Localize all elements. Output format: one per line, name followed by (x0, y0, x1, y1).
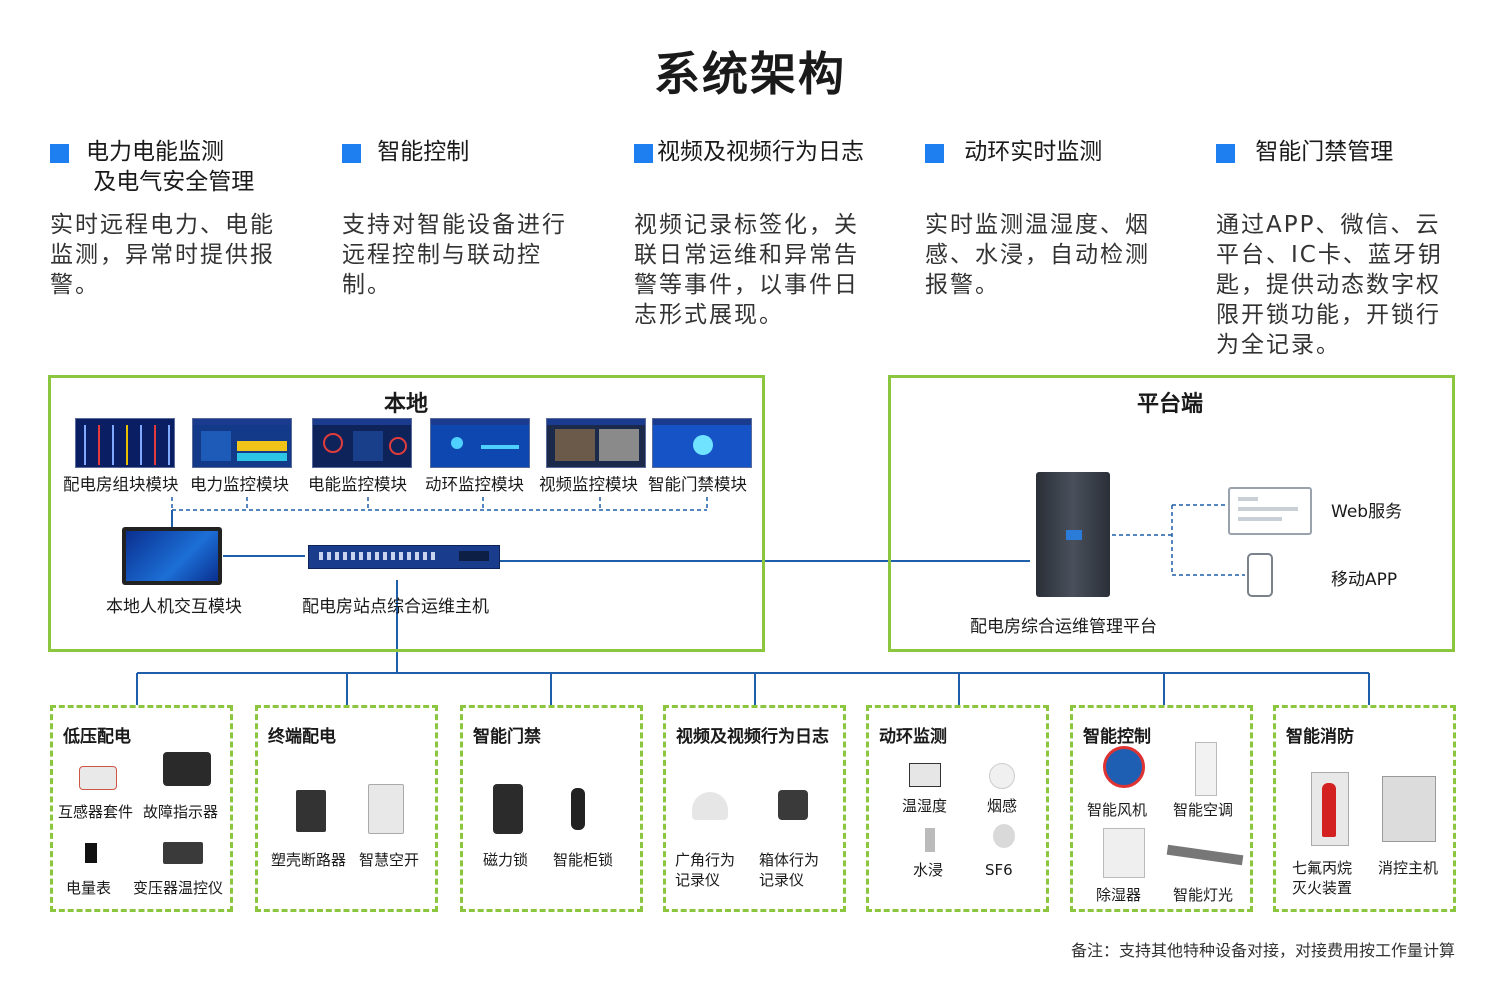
device-label: 消控主机 (1378, 859, 1439, 877)
smart-light-icon (1166, 844, 1244, 866)
feature-desc: 通过APP、微信、云平台、IC卡、蓝牙钥匙，提供动态数字权限开锁功能，开锁行为全… (1216, 212, 1443, 358)
subsystem-title: 动环监测 (879, 727, 947, 747)
feature-title: 智能门禁管理 (1248, 139, 1394, 165)
transformer-controller-icon (163, 842, 203, 864)
smart-ac-icon (1195, 742, 1217, 796)
smart-fan-icon (1103, 746, 1145, 788)
subsystem-title: 智能控制 (1083, 727, 1151, 747)
module-label: 视频监控模块 (539, 475, 638, 494)
server-icon (1036, 472, 1110, 597)
feature-title: 智能控制 (370, 139, 470, 165)
subsystem-title: 终端配电 (268, 727, 336, 747)
cabinet-lock-icon (571, 788, 585, 830)
subsystem-env: 动环监测 温湿度 烟感 水浸 SF6 (866, 705, 1049, 912)
footnote: 备注：支持其他特种设备对接，对接费用按工作量计算 (1070, 941, 1455, 960)
ct-kit-icon (79, 766, 117, 790)
feature-title: 动环实时监测 (957, 139, 1103, 165)
feature-title: 视频及视频行为日志 (657, 139, 864, 165)
subsystem-title: 智能消防 (1286, 727, 1354, 747)
feature-desc: 实时监测温湿度、烟感、水浸，自动检测报警。 (925, 212, 1150, 298)
local-title: 本地 (384, 392, 429, 417)
hmi-monitor-icon (122, 527, 222, 585)
module-label: 智能门禁模块 (648, 475, 747, 494)
subsystem-terminal: 终端配电 塑壳断路器 智慧空开 (255, 705, 438, 912)
smart-breaker-icon (368, 784, 404, 834)
module-label: 电力监控模块 (190, 475, 289, 494)
device-label: 智能灯光 (1173, 886, 1234, 904)
device-label: 广角行为 记录仪 (675, 851, 736, 889)
module-screenshot (430, 418, 530, 468)
module-screenshot (652, 418, 752, 468)
module-label: 电能监控模块 (308, 475, 407, 494)
power-meter-icon (85, 843, 97, 863)
web-monitor-icon (1228, 487, 1312, 535)
device-label: 互感器套件 (58, 803, 134, 821)
device-label: 故障指示器 (143, 803, 219, 821)
smoke-detector-icon (989, 763, 1015, 789)
device-label: 智能柜锁 (553, 851, 614, 869)
bullet-square-icon (634, 144, 653, 163)
sf6-sensor-icon (993, 824, 1015, 848)
water-leak-icon (925, 828, 935, 852)
device-label: 箱体行为 记录仪 (759, 851, 820, 889)
module-screenshot (192, 418, 292, 468)
subsystem-title: 低压配电 (63, 727, 131, 747)
device-label: 智能风机 (1087, 801, 1148, 819)
bullet-square-icon (925, 144, 944, 163)
feature-desc: 支持对智能设备进行远程控制与联动控制。 (342, 212, 567, 298)
subsystem-fire: 智能消防 七氟丙烷 灭火装置 消控主机 (1273, 705, 1456, 912)
device-label: 烟感 (987, 797, 1018, 815)
device-label: 除湿器 (1096, 886, 1142, 904)
ops-host-icon (308, 545, 500, 569)
device-label: 温湿度 (902, 797, 948, 815)
device-label: 磁力锁 (483, 851, 529, 869)
device-label: 智能空调 (1173, 801, 1234, 819)
feature-title: 电力电能监测 及电气安全管理 (86, 139, 255, 195)
fault-indicator-icon (163, 752, 211, 786)
bullet-square-icon (50, 144, 69, 163)
server-label: 配电房综合运维管理平台 (970, 617, 1157, 637)
subsystem-title: 智能门禁 (473, 727, 541, 747)
device-label: 塑壳断路器 (271, 851, 347, 869)
module-screenshot (312, 418, 412, 468)
module-label: 动环监控模块 (425, 475, 524, 494)
feature-desc: 视频记录标签化，关联日常运维和异常告警等事件，以事件日志形式展现。 (634, 212, 859, 328)
fire-control-host-icon (1382, 776, 1436, 842)
module-label: 配电房组块模块 (63, 475, 179, 494)
platform-title: 平台端 (1137, 392, 1204, 417)
web-label: Web服务 (1331, 502, 1403, 522)
fire-extinguisher-icon (1311, 772, 1349, 846)
temp-humidity-icon (909, 763, 941, 787)
subsystem-title: 视频及视频行为日志 (676, 727, 829, 747)
app-label: 移动APP (1331, 570, 1398, 590)
device-label: SF6 (985, 861, 1013, 879)
dehumidifier-icon (1103, 828, 1145, 878)
bullet-square-icon (1216, 144, 1235, 163)
subsystem-smart-control: 智能控制 智能风机 智能空调 除湿器 智能灯光 (1070, 705, 1253, 912)
module-screenshot (546, 418, 646, 468)
platform-box (888, 375, 1455, 652)
host-label: 配电房站点综合运维主机 (302, 597, 489, 617)
magnetic-lock-icon (493, 784, 523, 834)
bullet-square-icon (342, 144, 361, 163)
mobile-phone-icon (1247, 553, 1273, 597)
subsystem-low-voltage: 低压配电 互感器套件 故障指示器 电量表 变压器温控仪 (50, 705, 233, 912)
device-label: 七氟丙烷 灭火装置 (1292, 859, 1353, 897)
module-screenshot (75, 418, 175, 468)
page-title: 系统架构 (654, 47, 846, 101)
mccb-icon (296, 790, 326, 832)
device-label: 变压器温控仪 (133, 879, 224, 897)
device-label: 智慧空开 (359, 851, 420, 869)
box-camera-icon (778, 790, 808, 820)
device-label: 水浸 (913, 861, 944, 879)
device-label: 电量表 (66, 879, 112, 897)
local-box (48, 375, 765, 652)
subsystem-access: 智能门禁 磁力锁 智能柜锁 (460, 705, 643, 912)
dome-camera-icon (692, 792, 728, 820)
hmi-label: 本地人机交互模块 (106, 597, 242, 617)
feature-desc: 实时远程电力、电能监测，异常时提供报警。 (50, 212, 275, 298)
subsystem-video: 视频及视频行为日志 广角行为 记录仪 箱体行为 记录仪 (663, 705, 846, 912)
